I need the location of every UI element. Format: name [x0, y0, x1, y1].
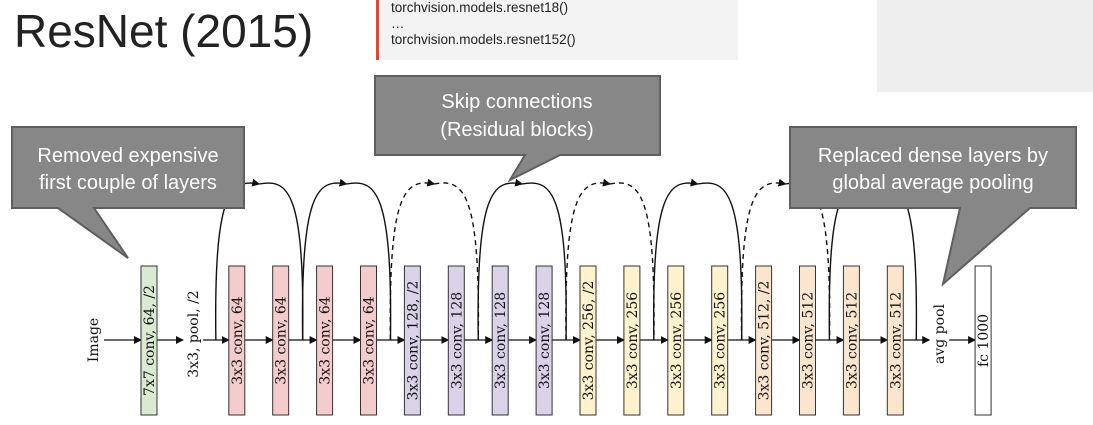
layer-label: 3x3 conv, 512, /2 — [757, 281, 773, 401]
code-line: torchvision.models.resnet152() — [391, 32, 576, 47]
skip-arc-up — [301, 178, 348, 341]
layer-box — [360, 265, 377, 416]
layer-label: 3x3 conv, 512 — [844, 292, 860, 389]
layer-box — [842, 265, 860, 416]
layer-label: fc 1000 — [976, 314, 992, 367]
skip-arc-up — [565, 178, 611, 341]
callout-left — [11, 126, 245, 259]
skip-arc-up — [652, 178, 699, 341]
layer-label: 3x3 conv, 64 — [230, 296, 246, 385]
layer-box — [316, 265, 334, 416]
layer-box — [140, 265, 158, 416]
layer-box — [228, 265, 246, 416]
skip-arc-up — [389, 178, 436, 341]
layer-box — [974, 265, 992, 416]
callouts: Removed expensive first couple of layers… — [11, 75, 1077, 287]
layer-box — [579, 265, 597, 416]
layer-label: 3x3 conv, 128 — [493, 292, 509, 389]
layer-box — [447, 265, 465, 416]
layer-label: 3x3 conv, 128 — [449, 292, 465, 389]
layers: Image 7x7 conv, 64, /2 3x3, pool, /2 3x3 co… — [86, 265, 992, 416]
layer-label: 7x7 conv, 64, /2 — [142, 285, 158, 396]
layer-label: 3x3 conv, 64 — [318, 296, 334, 385]
layer-box — [272, 265, 290, 416]
callout-middle-line1: Skip connections — [441, 91, 592, 113]
layer-label: 3x3 conv, 256 — [713, 292, 729, 389]
layer-box — [886, 265, 904, 416]
code-line: … — [391, 16, 405, 31]
callout-left-line1: Removed expensive — [37, 145, 218, 167]
layer-label: 3x3 conv, 256 — [625, 292, 641, 389]
layer-label: 3x3 conv, 256 — [669, 292, 685, 389]
layer-box — [799, 265, 816, 416]
layer-box — [711, 265, 729, 416]
skip-arc-up — [477, 178, 524, 341]
layer-label: 3x3 conv, 128 — [537, 292, 553, 389]
layer-label: 3x3 conv, 256, /2 — [581, 281, 597, 401]
callout-left-line2: first couple of layers — [39, 172, 217, 194]
skip-arc-down — [434, 182, 480, 341]
layer-box — [535, 265, 553, 416]
layer-label: 3x3 conv, 512 — [888, 292, 904, 389]
layer-label: 3x3, pool, /2 — [186, 290, 202, 377]
layer-label: 3x3 conv, 128, /2 — [405, 281, 421, 401]
callout-right — [789, 126, 1077, 287]
code-line: torchvision.models.resnet18() — [391, 0, 569, 15]
layer-label: 3x3 conv, 64 — [274, 296, 290, 385]
input-label: Image — [86, 318, 102, 362]
callout-right-line2: global average pooling — [832, 172, 1033, 194]
layer-label: 3x3 conv, 512 — [801, 292, 817, 389]
callout-middle-line2: (Residual blocks) — [440, 119, 593, 141]
skip-arc-down — [609, 182, 655, 341]
layer-box — [491, 265, 509, 416]
callout-middle — [374, 75, 661, 183]
slide-title: ResNet (2015) — [14, 5, 314, 57]
layer-box — [667, 265, 685, 416]
callout-right-line1: Replaced dense layers by — [818, 145, 1048, 167]
gray-panel — [877, 0, 1093, 92]
layer-box — [755, 265, 773, 416]
layer-label: 3x3 conv, 64 — [362, 296, 378, 385]
layer-label: avg pool — [932, 303, 948, 363]
layer-box — [403, 265, 421, 416]
code-snippet: torchvision.models.resnet18() … torchvis… — [376, 0, 738, 60]
layer-box — [623, 265, 641, 416]
skip-arc-up — [740, 178, 787, 341]
